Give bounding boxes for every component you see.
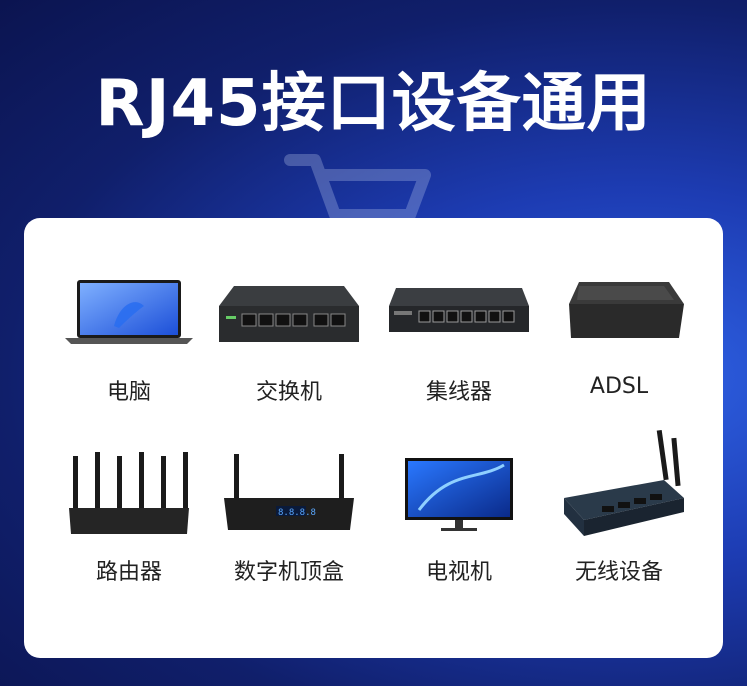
- tv-icon: [405, 458, 513, 531]
- device-set-top-box: 8.8.8.8 数字机顶盒: [204, 450, 374, 585]
- switch-icon: [219, 286, 359, 342]
- device-switch: 交换机: [204, 276, 374, 405]
- device-label: 无线设备: [574, 560, 663, 585]
- svg-text:8.8.8.8: 8.8.8.8: [278, 508, 316, 518]
- device-router: 路由器: [44, 450, 214, 585]
- device-adsl: ADSL: [534, 276, 704, 399]
- page-title: RJ45接口设备通用: [95, 67, 652, 141]
- hub-icon: [389, 288, 529, 332]
- set-top-box-icon: 8.8.8.8: [224, 454, 354, 530]
- device-label: 电视机: [425, 560, 492, 585]
- device-label: 交换机: [255, 380, 322, 405]
- device-label: 电脑: [106, 380, 151, 405]
- router-icon: [69, 452, 189, 534]
- device-label: ADSL: [589, 374, 649, 399]
- wireless-device-icon: [564, 429, 684, 536]
- device-label: 集线器: [425, 380, 492, 405]
- device-wireless: 无线设备: [534, 428, 704, 585]
- device-hub: 集线器: [374, 276, 544, 405]
- laptop-icon: [65, 280, 193, 344]
- adsl-modem-icon: [569, 282, 684, 338]
- device-tv: 电视机: [374, 450, 544, 585]
- device-card: 电脑 交换机 集线器: [24, 218, 723, 658]
- device-label: 路由器: [95, 560, 162, 585]
- device-label: 数字机顶盒: [233, 560, 344, 585]
- device-laptop: 电脑: [44, 276, 214, 405]
